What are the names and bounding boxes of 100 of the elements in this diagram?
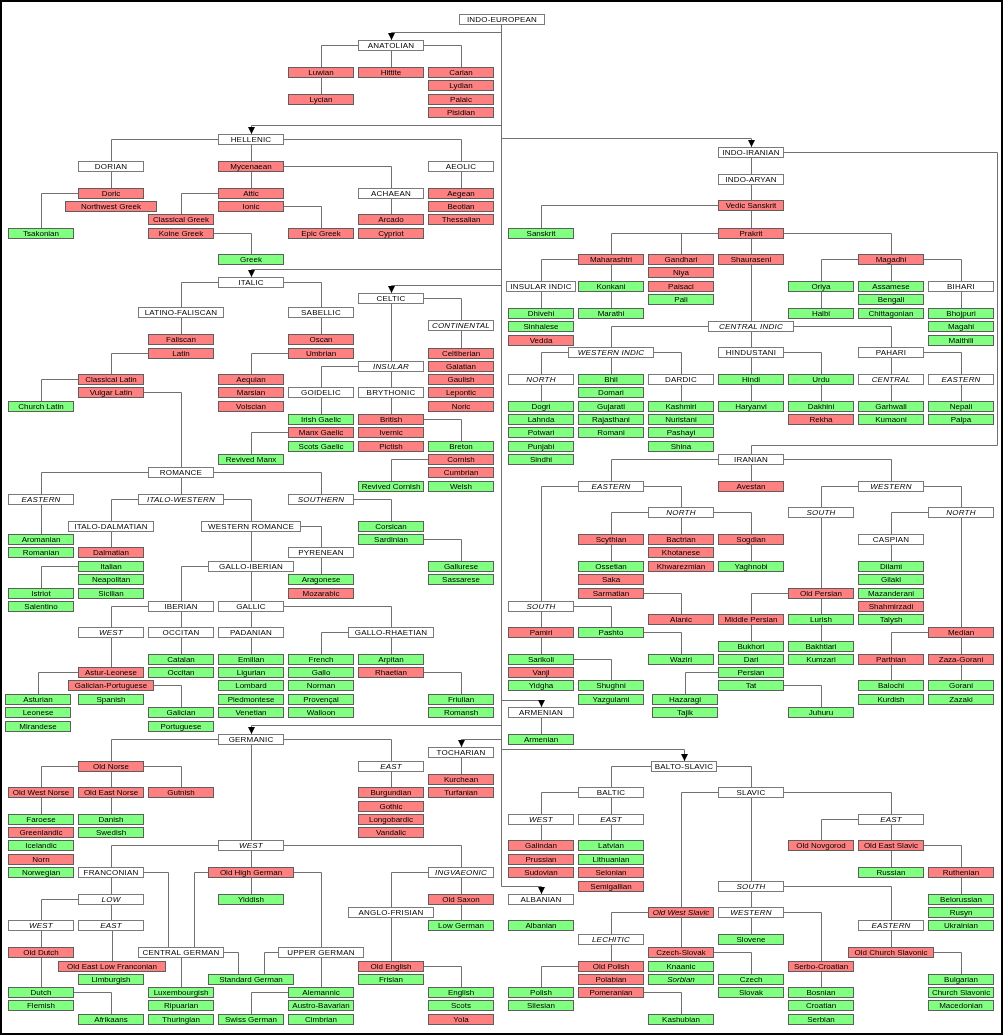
branch-box: WEST [8,920,74,931]
connector-line [751,152,998,455]
connector-line [283,845,462,868]
language-box: Cypriot [358,228,424,239]
branch-box: WESTERN [718,907,784,918]
language-box: Czech-Slovak [648,947,714,958]
language-box: Palpa [928,414,994,425]
connector-line [391,459,429,482]
connector-line [541,637,542,655]
language-box: Piedmontese [218,694,284,705]
language-box: Walloon [288,707,354,718]
language-box: Tajik [652,707,718,718]
branch-box: INDO-ARYAN [718,174,784,185]
connector-line [821,259,859,282]
branch-box: EAST [578,814,644,825]
connector-line [541,966,579,988]
connector-line [541,824,542,841]
language-box: Ivernic [358,427,424,438]
language-box: Russian [858,867,924,878]
language-box: Shauraseni [718,254,784,265]
language-box: Sicilian [78,588,144,599]
language-box: Epic Greek [288,228,354,239]
connector-line [111,531,112,548]
branch-box: INSULAR [358,361,424,372]
language-box: Knaanic [648,961,714,972]
branch-box: ROMANCE [148,467,214,478]
language-box: Gandhari [648,254,714,265]
connector-line [111,797,112,815]
branch-box: INSULAR INDIC [506,281,576,292]
connector-line [251,611,252,628]
connector-line [891,930,892,948]
language-box: Zaza-Gorani [928,654,994,665]
language-box: Old English [358,961,424,972]
connector-line [821,598,822,615]
connector-line [783,792,892,815]
connector-line [751,264,752,322]
language-box: Maharashtri [578,254,644,265]
language-box: Zazaki [928,694,994,705]
branch-box: ANATOLIAN [358,40,424,51]
connector-line [251,744,252,841]
language-box: Serbian [788,1014,854,1025]
language-box: Pali [648,294,714,305]
language-box: Breton [428,441,494,452]
branch-box: EASTERN [8,494,74,505]
branch-box: ARMENIAN [508,707,574,718]
connector-line [681,233,719,255]
language-box: Magadhi [858,254,924,265]
language-box: Marathi [578,308,644,319]
branch-box: EASTERN [858,920,924,931]
language-box: Yidgha [508,680,574,691]
branch-box: FRANCONIAN [78,867,144,878]
language-box: Assamese [858,281,924,292]
language-box: Vulgar Latin [78,387,144,398]
language-box: Shughni [578,680,644,691]
connector-line [751,593,789,615]
language-box: Prakrit [718,228,784,239]
branch-box: WEST [218,840,284,851]
connector-line [41,193,79,229]
connector-line [783,352,822,375]
language-box: Church Slavonic [928,987,994,998]
branch-box: CENTRAL GERMAN [138,947,224,958]
language-box: Croatian [788,1000,854,1011]
connector-line [321,632,349,655]
connector-line [643,632,682,655]
connector-line [181,477,182,495]
language-box: Umbrian [288,348,354,359]
language-box: Maithili [928,335,994,346]
connector-line [300,526,322,548]
connector-line [643,992,682,1015]
language-box: Alanic [648,614,714,625]
language-box: Ukrainian [928,920,994,931]
language-box: Macedonian [928,1000,994,1011]
connector-line [321,366,359,388]
connector-line [181,193,219,215]
connector-line [821,971,822,988]
branch-box: INGVAEONIC [428,867,494,878]
connector-line [611,326,709,348]
connector-line [264,952,279,975]
language-box: Romansh [428,707,494,718]
connector-line [821,517,822,589]
branch-box: CENTRAL INDIC [708,321,794,332]
language-box: Gutnish [148,787,214,798]
connector-line [891,357,892,375]
connector-line [611,291,612,309]
connector-line [681,792,719,908]
language-box: Gujarati [578,401,644,412]
connector-line [751,917,752,935]
language-box: Old East Low Franconian [58,961,166,972]
language-box: Sudovian [508,867,574,878]
language-box: Astur-Leonese [78,667,144,678]
language-box: English [428,987,494,998]
connector-line [751,331,752,348]
branch-box: HELLENIC [218,134,284,145]
connector-line [751,238,752,255]
connector-line [821,819,859,841]
branch-box: GOIDELIC [288,387,354,398]
connector-line [891,264,892,282]
branch-box: TOCHARIAN [428,747,494,758]
branch-box: ITALIC [218,277,284,288]
language-box: Niya [648,267,714,278]
